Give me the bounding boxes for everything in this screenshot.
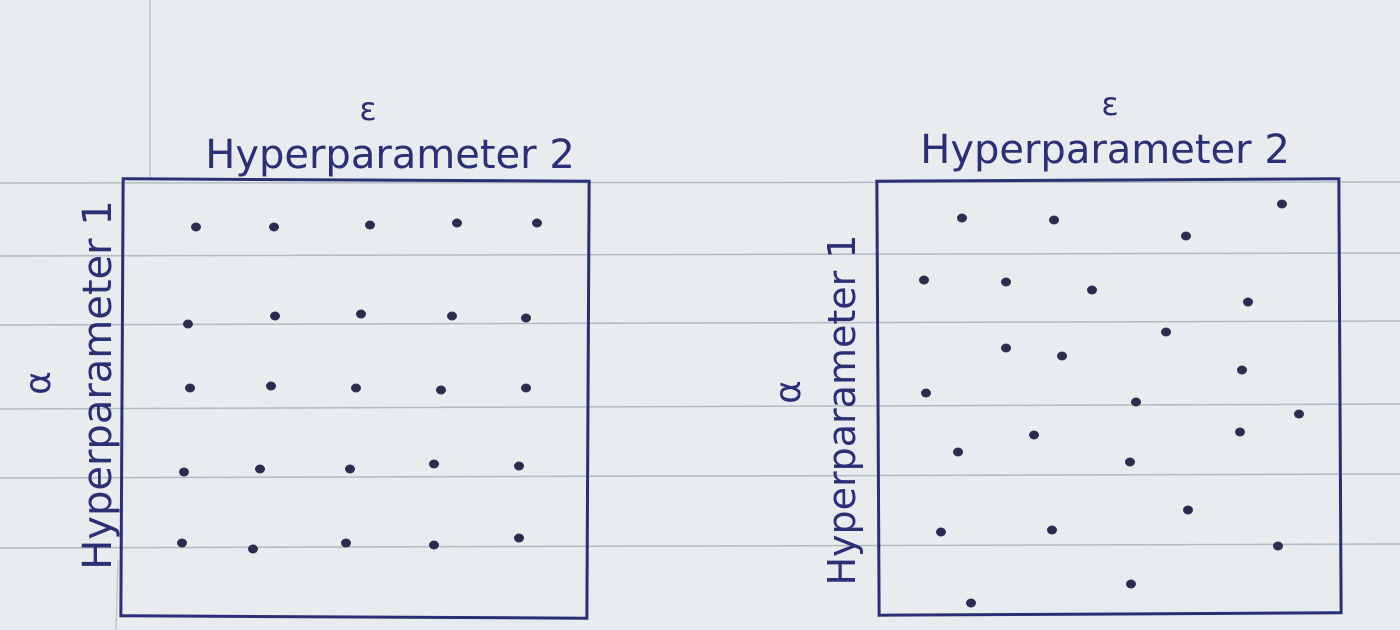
left-grid-dot <box>341 538 351 548</box>
left-side-axis-label: Hyperparameter 1 <box>75 200 121 570</box>
right-random-dot <box>921 388 931 398</box>
left-point-set <box>177 218 542 554</box>
left-panel: ε Hyperparameter 2 α Hyperparameter 1 <box>18 90 591 620</box>
right-random-dot <box>936 527 946 537</box>
left-grid-dot <box>351 383 361 393</box>
right-random-dot <box>919 275 929 285</box>
right-random-dot <box>1277 199 1287 209</box>
right-random-dot <box>1126 579 1136 589</box>
right-epsilon-symbol: ε <box>1101 85 1118 123</box>
right-search-box <box>875 177 1343 617</box>
right-random-dot <box>1087 285 1097 295</box>
right-random-dot <box>1183 505 1193 515</box>
right-random-dot <box>1237 365 1247 375</box>
right-random-dot <box>1049 215 1059 225</box>
left-grid-dot <box>521 313 531 323</box>
right-random-dot <box>1047 525 1057 535</box>
right-random-dot <box>1243 297 1253 307</box>
left-grid-dot <box>345 464 355 474</box>
left-grid-dot <box>521 383 531 393</box>
right-random-dot <box>1235 427 1245 437</box>
right-random-dot <box>1294 409 1304 419</box>
left-grid-dot <box>266 381 276 391</box>
right-point-set <box>919 199 1304 608</box>
left-grid-dot <box>248 544 258 554</box>
right-panel: ε Hyperparameter 2 α Hyperparameter 1 <box>768 85 1343 617</box>
left-epsilon-symbol: ε <box>359 90 376 128</box>
ruled-lines <box>0 181 1400 549</box>
left-grid-dot <box>514 533 524 543</box>
left-search-box <box>119 177 591 620</box>
left-grid-dot <box>179 467 189 477</box>
right-random-dot <box>1273 541 1283 551</box>
left-grid-dot <box>185 383 195 393</box>
right-random-dot <box>1029 430 1039 440</box>
right-random-dot <box>1001 277 1011 287</box>
left-grid-dot <box>436 385 446 395</box>
right-random-dot <box>1131 397 1141 407</box>
left-grid-dot <box>429 459 439 469</box>
left-grid-dot <box>183 319 193 329</box>
left-grid-dot <box>191 222 201 232</box>
right-side-axis-label: Hyperparameter 1 <box>820 234 864 585</box>
left-grid-dot <box>452 218 462 228</box>
left-grid-dot <box>255 464 265 474</box>
left-grid-dot <box>429 540 439 550</box>
left-grid-dot <box>365 220 375 230</box>
left-grid-dot <box>447 311 457 321</box>
right-random-dot <box>953 447 963 457</box>
right-top-axis-label: Hyperparameter 2 <box>920 127 1290 173</box>
left-grid-dot <box>356 309 366 319</box>
left-alpha-symbol: α <box>18 371 59 395</box>
right-random-dot <box>1057 351 1067 361</box>
right-random-dot <box>1125 457 1135 467</box>
left-grid-dot <box>514 461 524 471</box>
left-top-axis-label: Hyperparameter 2 <box>205 132 575 178</box>
right-random-dot <box>966 598 976 608</box>
right-alpha-symbol: α <box>768 380 809 404</box>
right-random-dot <box>1161 327 1171 337</box>
right-random-dot <box>1001 343 1011 353</box>
left-grid-dot <box>270 311 280 321</box>
left-grid-dot <box>532 218 542 228</box>
left-grid-dot <box>177 538 187 548</box>
right-random-dot <box>1181 231 1191 241</box>
margin-lines <box>115 0 151 630</box>
left-grid-dot <box>269 222 279 232</box>
right-random-dot <box>957 213 967 223</box>
